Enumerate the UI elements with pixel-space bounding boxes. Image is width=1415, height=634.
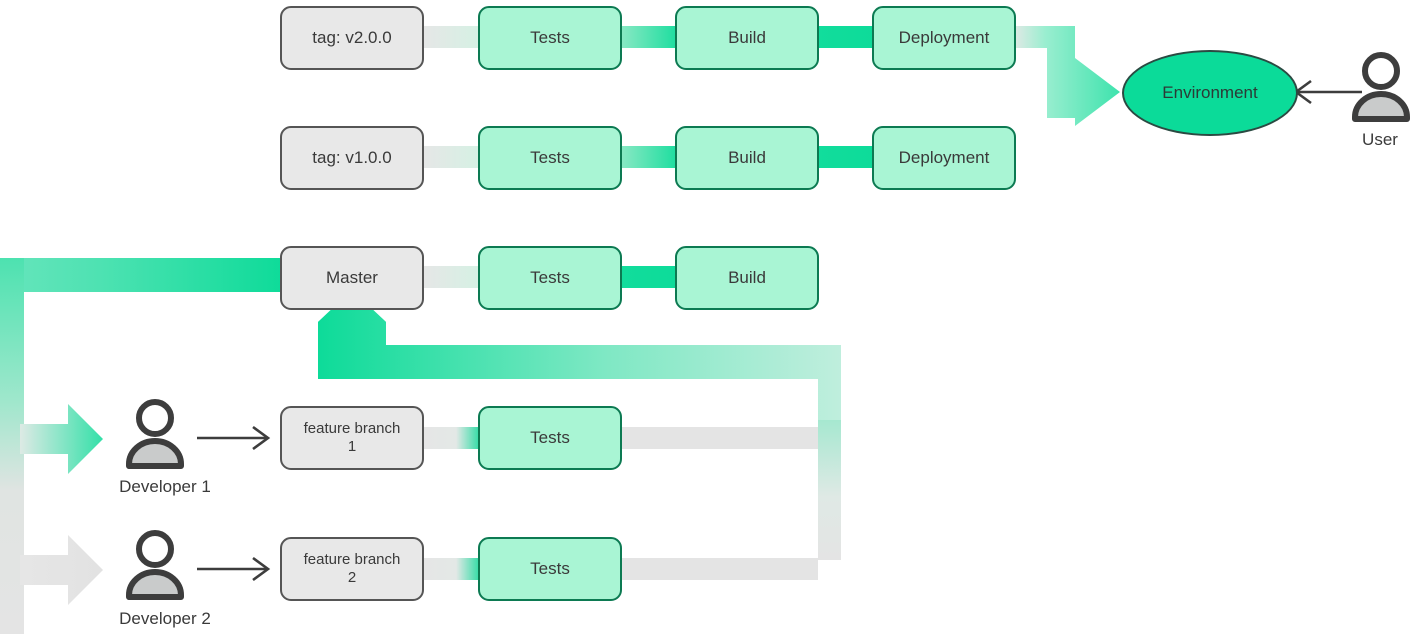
master-tests[interactable]: Tests [478,246,622,310]
tag-v2-tests[interactable]: Tests [478,6,622,70]
arrow-developer2-to-branch [197,556,271,582]
tag-v1-deployment[interactable]: Deployment [872,126,1016,190]
user-label: User [1362,130,1398,149]
connector-tests-to-build-v1 [618,146,680,168]
master-build[interactable]: Build [675,246,819,310]
connector-tagv1-to-tests [422,146,484,168]
environment-node[interactable]: Environment [1122,50,1298,136]
connector-build-to-deployment-v2 [814,26,876,48]
connector-tagv2-to-tests [422,26,484,48]
arrow-developer1-to-branch [197,425,271,451]
feature-1-tests[interactable]: Tests [478,406,622,470]
tag-v1-build[interactable]: Build [675,126,819,190]
trunk-top-segment [20,258,285,292]
merge-path-right-rail-fade [818,420,841,560]
tag-v2-deployment[interactable]: Deployment [872,6,1016,70]
connector-build-to-deployment-v1 [814,146,876,168]
merge-path-upper-green [318,290,841,558]
connector-feature1-tests-to-rail [618,427,841,449]
feature-branch-2-box[interactable]: feature branch 2 [280,537,424,601]
tag-v1-tests[interactable]: Tests [478,126,622,190]
arrow-deployment-to-environment [1013,26,1120,126]
feature-2-tests[interactable]: Tests [478,537,622,601]
branch-arrow-developer-1 [20,404,103,474]
tag-v2-box[interactable]: tag: v2.0.0 [280,6,424,70]
trunk-vertical-wide [0,258,20,634]
developer-2-label: Developer 2 [119,609,211,628]
connector-feature2-to-tests [422,558,484,580]
connector-master-to-tests [422,266,484,288]
developer-1-label: Developer 1 [119,477,211,496]
connector-tests-to-build-master [618,266,680,288]
connector-tests-to-build-v2 [618,26,680,48]
tag-v1-box[interactable]: tag: v1.0.0 [280,126,424,190]
branch-arrow-developer-2 [20,535,103,605]
arrow-user-to-environment [1293,79,1362,105]
developer-2-icon [126,530,184,600]
connector-feature1-to-tests [422,427,484,449]
developer-1-icon [126,399,184,469]
master-box[interactable]: Master [280,246,424,310]
feature-branch-1-box[interactable]: feature branch 1 [280,406,424,470]
tag-v2-build[interactable]: Build [675,6,819,70]
user-icon [1352,52,1410,122]
